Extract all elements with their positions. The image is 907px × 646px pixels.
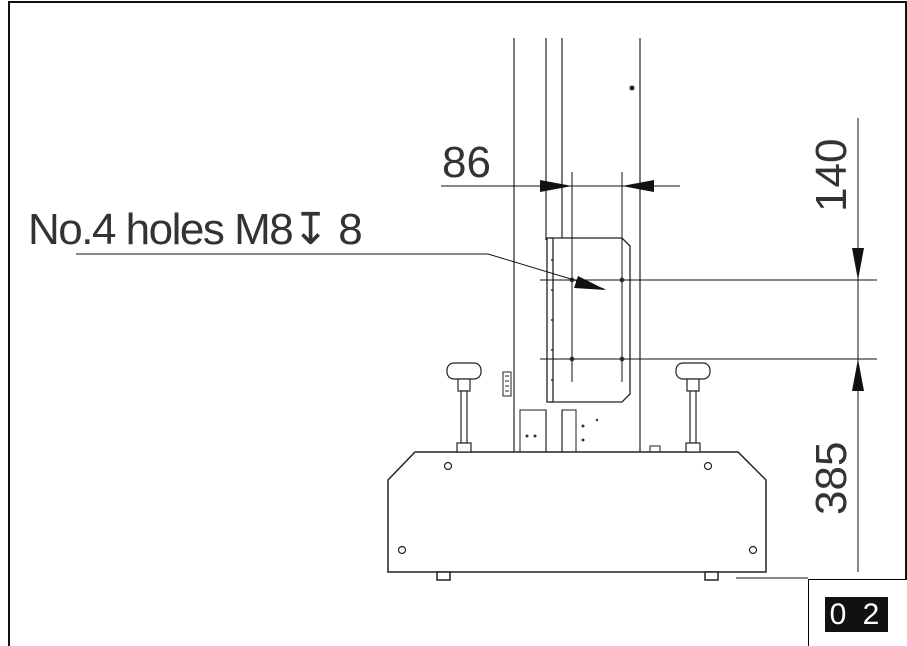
right-leveling-knob [675,362,711,453]
bottom-height-dimension-label: 385 [807,442,856,515]
base-screws [397,461,758,555]
drawing-frame [8,1,907,646]
width-dimension-label: 86 [442,138,491,187]
vertical-dimensions [540,118,877,579]
top-height-dimension-label: 140 [807,139,856,212]
holes-leader [76,253,606,290]
base-housing [387,451,767,581]
width-dimension [441,172,680,382]
page-number-badge: 0 2 [825,597,888,632]
carriage-plate [546,237,631,403]
left-leveling-knob [446,362,482,453]
lower-column-dots [525,418,599,442]
column-screw [629,85,635,91]
plate-detail-dots [551,259,553,381]
holes-callout-label: No.4 holes M8↧ 8 [28,205,361,254]
